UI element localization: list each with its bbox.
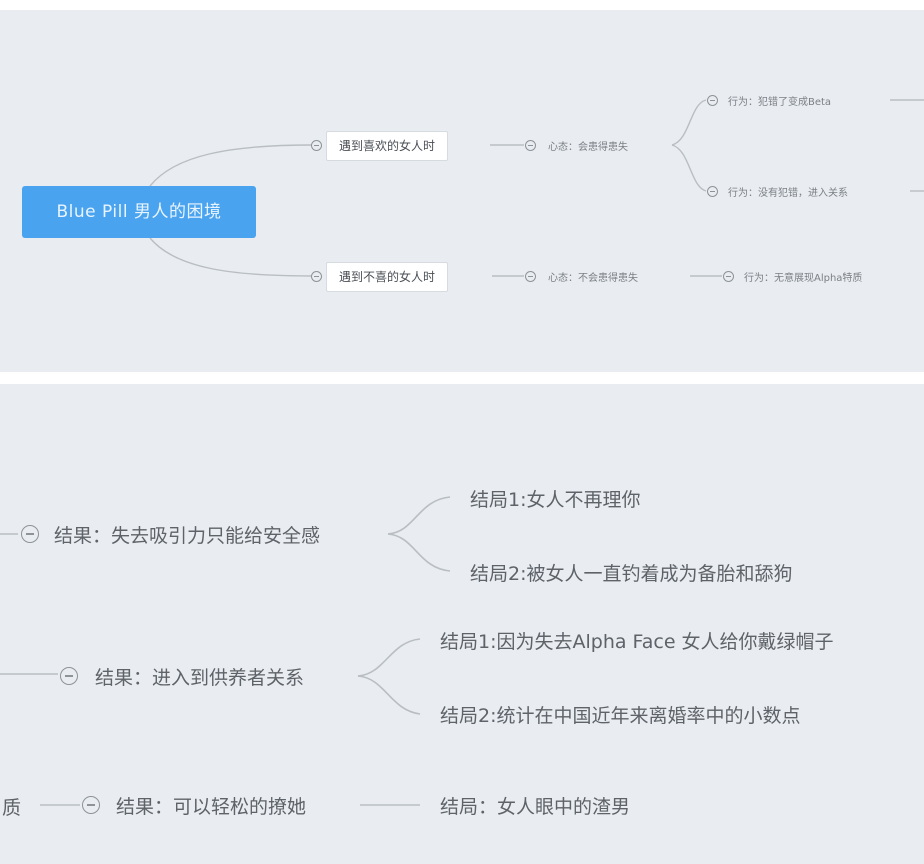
root-node[interactable]: Blue Pill 男人的困境 bbox=[22, 186, 256, 238]
mindset-node-dislike[interactable]: 心态：不会患得患失 bbox=[548, 273, 638, 284]
collapse-toggle-icon[interactable] bbox=[21, 525, 39, 543]
collapse-toggle-icon[interactable] bbox=[707, 186, 718, 197]
behavior-node-mistake[interactable]: 行为：犯错了变成Beta bbox=[728, 97, 832, 108]
collapse-toggle-icon[interactable] bbox=[525, 140, 536, 151]
collapse-toggle-icon[interactable] bbox=[311, 140, 322, 151]
ending-node-1-2[interactable]: 结局2:被女人一直钓着成为备胎和舔狗 bbox=[470, 563, 793, 585]
ending-node-2-2[interactable]: 结局2:统计在中国近年来离婚率中的小数点 bbox=[440, 705, 801, 727]
result-node-2[interactable]: 结果：进入到供养者关系 bbox=[95, 667, 305, 689]
collapse-toggle-icon[interactable] bbox=[82, 796, 100, 814]
collapse-toggle-icon[interactable] bbox=[723, 271, 734, 282]
mindmap-overview-panel: Blue Pill 男人的困境 遇到喜欢的女人时 心态：会患得患失 行为：犯错了… bbox=[0, 10, 924, 372]
mindset-node-like[interactable]: 心态：会患得患失 bbox=[548, 142, 628, 153]
mindmap-detail-panel: 结果：失去吸引力只能给安全感 结局1:女人不再理你 结局2:被女人一直钓着成为备… bbox=[0, 384, 924, 864]
result-node-3[interactable]: 结果：可以轻松的撩她 bbox=[116, 796, 307, 818]
branch-node-like[interactable]: 遇到喜欢的女人时 bbox=[326, 131, 449, 161]
collapse-toggle-icon[interactable] bbox=[311, 271, 322, 282]
truncated-node-fragment: 质 bbox=[2, 797, 22, 819]
branch-node-dislike[interactable]: 遇到不喜的女人时 bbox=[326, 262, 449, 292]
result-node-1[interactable]: 结果：失去吸引力只能给安全感 bbox=[54, 525, 321, 547]
connector-lines bbox=[149, 99, 924, 277]
collapse-toggle-icon[interactable] bbox=[707, 95, 718, 106]
ending-node-3[interactable]: 结局：女人眼中的渣男 bbox=[440, 796, 631, 818]
behavior-node-alpha[interactable]: 行为：无意展现Alpha特质 bbox=[744, 273, 863, 284]
collapse-toggle-icon[interactable] bbox=[525, 271, 536, 282]
ending-node-1-1[interactable]: 结局1:女人不再理你 bbox=[470, 489, 641, 511]
ending-node-2-1[interactable]: 结局1:因为失去Alpha Face 女人给你戴绿帽子 bbox=[440, 631, 834, 653]
connector-lines-detail bbox=[0, 496, 451, 806]
collapse-toggle-icon[interactable] bbox=[60, 667, 78, 685]
behavior-node-no-mistake[interactable]: 行为：没有犯错，进入关系 bbox=[728, 188, 848, 199]
